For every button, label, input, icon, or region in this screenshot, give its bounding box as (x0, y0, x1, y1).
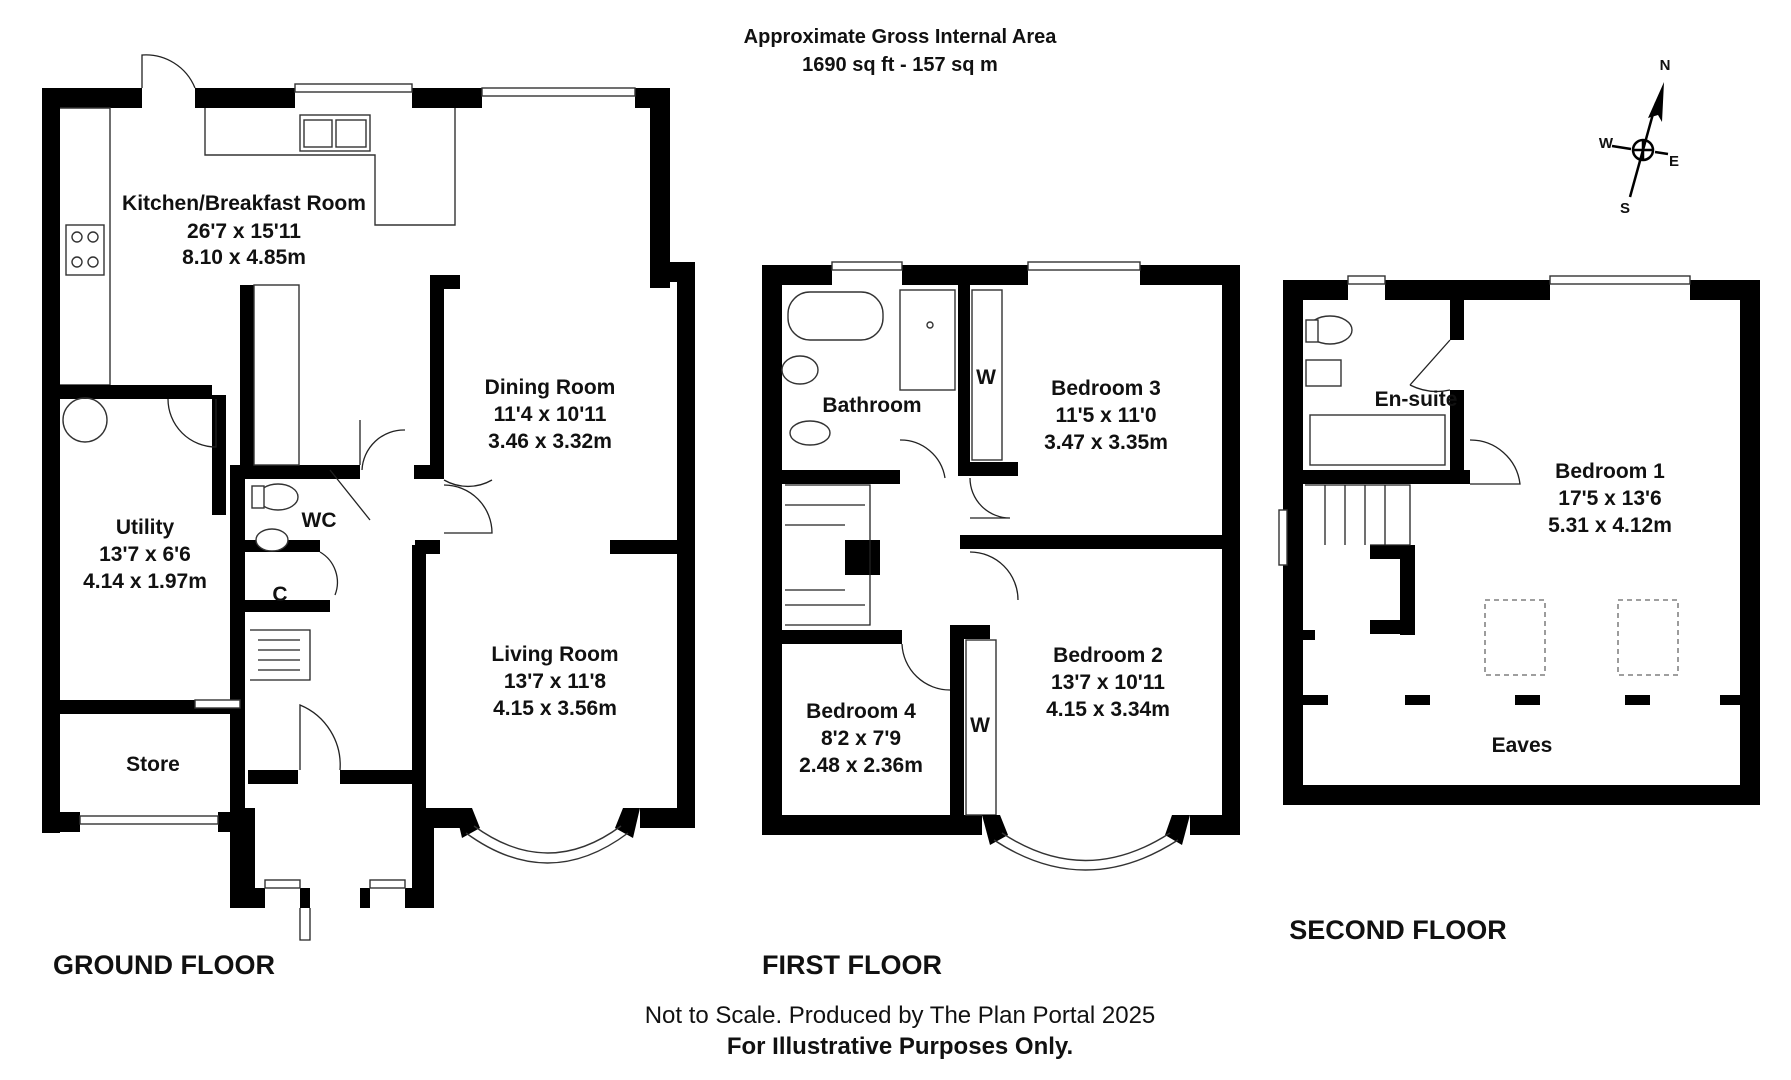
dining-metric: 3.46 x 3.32m (488, 430, 612, 453)
eaves-name: Eaves (1492, 734, 1553, 757)
bedroom3-metric: 3.47 x 3.35m (1044, 431, 1168, 454)
bedroom2-name: Bedroom 2 (1053, 644, 1163, 667)
wardrobe-2-label: W (970, 714, 990, 737)
ground-floor-label: GROUND FLOOR (53, 950, 275, 980)
bedroom1-name: Bedroom 1 (1555, 460, 1665, 483)
bathroom-name: Bathroom (822, 394, 921, 417)
compass-e-label: E (1669, 153, 1679, 170)
ground-floor-plan (42, 54, 695, 941)
bedroom4-metric: 2.48 x 2.36m (799, 754, 923, 777)
footer-note: Not to Scale. Produced by The Plan Porta… (645, 1002, 1156, 1029)
second-floor-label: SECOND FLOOR (1289, 915, 1507, 945)
area-value: 1690 sq ft - 157 sq m (802, 54, 998, 76)
first-floor-label: FIRST FLOOR (762, 950, 942, 980)
compass-icon: N W E S (1599, 57, 1679, 217)
first-floor-plan (762, 261, 1240, 871)
utility-name: Utility (116, 516, 175, 539)
living-metric: 4.15 x 3.56m (493, 697, 617, 720)
compass-w-label: W (1599, 135, 1614, 152)
utility-imperial: 13'7 x 6'6 (99, 543, 191, 566)
bedroom2-metric: 4.15 x 3.34m (1046, 698, 1170, 721)
kitchen-name: Kitchen/Breakfast Room (122, 192, 366, 215)
bedroom2-imperial: 13'7 x 10'11 (1051, 671, 1165, 694)
wc-name: WC (302, 509, 337, 532)
dining-name: Dining Room (485, 376, 616, 399)
ensuite-name: En-suite (1375, 388, 1458, 411)
kitchen-imperial: 26'7 x 15'11 (187, 220, 301, 243)
second-floor-plan (1278, 275, 1760, 805)
bedroom3-name: Bedroom 3 (1051, 377, 1161, 400)
wardrobe-1-label: W (976, 366, 996, 389)
dining-imperial: 11'4 x 10'11 (494, 403, 607, 426)
compass-n-label: N (1660, 57, 1671, 74)
bedroom4-name: Bedroom 4 (806, 700, 916, 723)
living-imperial: 13'7 x 11'8 (504, 670, 607, 693)
store-name: Store (126, 753, 180, 776)
area-title: Approximate Gross Internal Area (744, 26, 1058, 48)
bedroom3-imperial: 11'5 x 11'0 (1055, 404, 1156, 427)
kitchen-metric: 8.10 x 4.85m (182, 246, 306, 269)
bedroom1-metric: 5.31 x 4.12m (1548, 514, 1672, 537)
bedroom4-imperial: 8'2 x 7'9 (821, 727, 901, 750)
footer-disclaimer: For Illustrative Purposes Only. (727, 1033, 1073, 1060)
compass-s-label: S (1620, 200, 1630, 217)
cupboard-name: C (272, 583, 287, 606)
utility-metric: 4.14 x 1.97m (83, 570, 207, 593)
bedroom1-imperial: 17'5 x 13'6 (1558, 487, 1661, 510)
living-name: Living Room (491, 643, 618, 666)
